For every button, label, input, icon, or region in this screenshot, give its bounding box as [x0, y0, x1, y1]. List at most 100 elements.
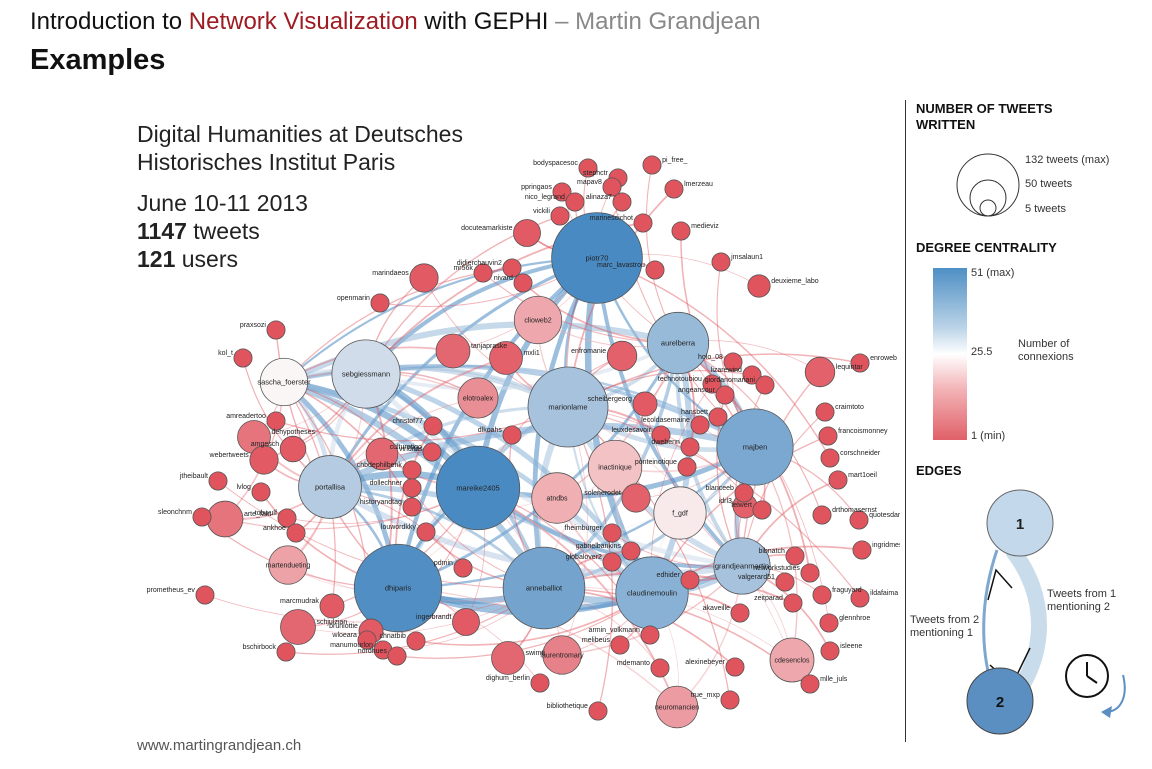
node-label-mapav8: mapav8 — [577, 179, 602, 186]
node-quotesdarthur — [849, 510, 869, 530]
node-label-chnatbib: chnatbib — [379, 633, 406, 640]
node-label-ildafaima: ildafaima — [870, 590, 898, 597]
node-2-circle — [966, 667, 1034, 735]
node-label-f_gdf: f_gdf — [672, 511, 688, 518]
node-angeansour — [715, 385, 735, 405]
node-fraguyard — [812, 585, 832, 605]
node-label-praxsozi: praxsozi — [240, 322, 267, 329]
node-label-aurelberra: aurelberra — [661, 339, 696, 348]
node-schjulzian — [280, 609, 316, 645]
node-label-sleonchnm: sleonchnm — [158, 509, 192, 516]
node-label-melibeus: melibeus — [582, 637, 611, 644]
node-enroweb — [850, 353, 870, 373]
node-openmarin — [370, 293, 390, 313]
node-label-deuxieme_labo: deuxieme_labo — [771, 278, 819, 285]
node-layer — [192, 155, 872, 729]
footer-url: www.martingrandjean.ch — [137, 737, 302, 754]
node-label-inactinique: inactinique — [598, 465, 632, 472]
node-jtheibault — [208, 471, 228, 491]
node-label-globalover2: globalover2 — [566, 554, 602, 561]
degree-mid-label: 25.5 — [971, 346, 993, 358]
node-label-medieviz: medieviz — [691, 223, 719, 230]
node-label-amgesch: amgesch — [251, 441, 280, 448]
node-christof77 — [423, 416, 443, 436]
node-piotr70 — [551, 212, 643, 304]
degree-gradient-bar — [933, 268, 967, 440]
node-label-piotr70: piotr70 — [586, 254, 609, 263]
node-label-majben: majben — [743, 443, 768, 452]
edge — [365, 341, 679, 391]
node-bibliothetique — [588, 701, 608, 721]
node-zeitparad — [783, 593, 803, 613]
node-ildafaima — [850, 588, 870, 608]
node-marionlame — [527, 366, 609, 448]
node-dighum_berlin — [530, 673, 550, 693]
node-2-label: 2 — [996, 694, 1004, 711]
header-highlight: Network Visualization — [188, 8, 418, 35]
node-label-edhider: edhider — [657, 572, 681, 579]
degree-axis-label-2: connexions — [1018, 351, 1074, 363]
node-label-arte_fakt: arte_fakt — [244, 511, 271, 518]
size-legend-circles — [956, 153, 1020, 217]
node-label-mlle_juls: mlle_juls — [820, 676, 848, 683]
node-label-dhiparis: dhiparis — [385, 584, 412, 593]
node-pdmin — [453, 558, 473, 578]
node-label-craimtoto: craimtoto — [835, 404, 864, 411]
node-alexinebeyer — [725, 657, 745, 677]
node-amreadertoo — [266, 411, 286, 431]
node-sleonchnm — [192, 507, 212, 527]
node-viriditas — [365, 437, 399, 471]
node-label-idrl3: idrl3 — [719, 498, 732, 505]
intro-line-1: Digital Humanities at Deutsches — [137, 121, 463, 147]
node-label-alinaza7: alinaza7 — [586, 194, 612, 201]
node-label-corschneider: corschneider — [840, 450, 881, 457]
node-label-clioweb2: clioweb2 — [524, 318, 551, 325]
node-dwebenn — [680, 437, 700, 457]
node-label-pi_free_: pi_free_ — [662, 157, 687, 164]
node-valgerard51 — [775, 572, 795, 592]
node-f_gdf — [653, 486, 707, 540]
node-label-technotoubiou: technotoubiou — [658, 376, 702, 383]
node-majben — [716, 408, 794, 486]
node-label-jmsalaun1: jmsalaun1 — [730, 254, 763, 261]
node-medieviz — [671, 221, 691, 241]
node-fheimburger — [602, 523, 622, 543]
node-label-mareike2405: mareike2405 — [456, 484, 499, 493]
node-label-marinescichot: marinescichot — [590, 215, 633, 222]
node-label-isleene: isleene — [840, 643, 862, 650]
node-1-label: 1 — [1016, 516, 1024, 533]
node-label-dlkoahs: dlkoahs — [478, 427, 503, 434]
node-label-sebgiessmann: sebgiessmann — [342, 370, 390, 379]
node-neuromancien — [655, 685, 699, 729]
node-label-bibliothetique: bibliothetique — [547, 703, 588, 710]
node-isleene — [820, 641, 840, 661]
node-glennhroe — [819, 613, 839, 633]
node-amgesch — [279, 435, 307, 463]
node-melibeus — [610, 635, 630, 655]
node-ankhoe — [286, 523, 306, 543]
node-label-webertweets: webertweets — [209, 452, 250, 459]
node-label-nivard: nivard — [494, 275, 513, 282]
intro-users: 121 users — [137, 245, 463, 273]
node-label-marindaeos: marindaeos — [372, 270, 409, 277]
tweets-count: 1147 — [137, 218, 187, 244]
node-label-francoismonney: francoismonney — [838, 428, 888, 435]
node-arte_fakt — [206, 500, 244, 538]
node-label-mdemanto: mdemanto — [617, 660, 650, 667]
network-graph: piotr70dhiparismareike2405anneballiotmar… — [147, 155, 900, 729]
node-label-jtheibault: jtheibault — [179, 473, 208, 480]
edge-12-label-2: mentioning 2 — [1047, 601, 1110, 613]
node-vickili — [550, 206, 570, 226]
node-martendueting — [268, 545, 308, 585]
node-networkstudies — [800, 563, 820, 583]
node-label-solenerodet: solenerodet — [584, 490, 621, 497]
node-label-ingerbrandt: ingerbrandt — [416, 614, 451, 621]
node-label-lmerzeau: lmerzeau — [684, 181, 713, 188]
node-nico_legrand — [565, 192, 585, 212]
node-mart1oeil — [828, 470, 848, 490]
edge — [282, 378, 547, 590]
node-felwert — [752, 500, 772, 520]
node-dlkoahs — [502, 425, 522, 445]
node-grandjeanmartin — [713, 537, 771, 595]
users-count: 121 — [137, 246, 176, 272]
